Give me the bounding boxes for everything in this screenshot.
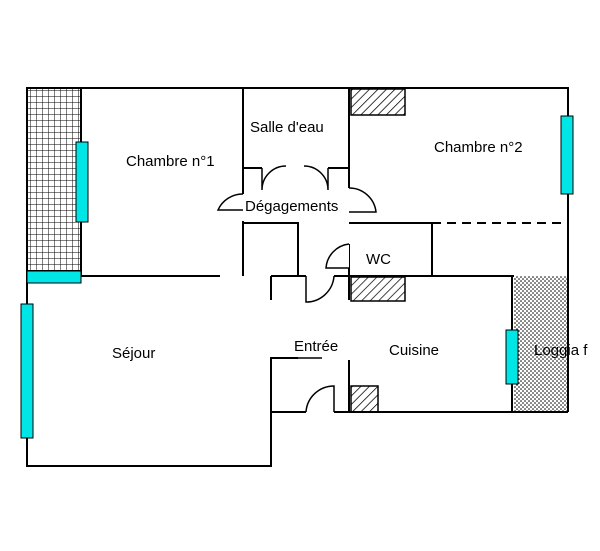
label-degagements: Dégagements (245, 198, 338, 215)
duct-middle (350, 276, 406, 302)
window-chambre2 (560, 115, 574, 195)
label-cuisine: Cuisine (389, 342, 439, 359)
window-chambre1 (75, 141, 89, 223)
label-wc: WC (366, 251, 391, 268)
duct-bottom (350, 385, 379, 413)
label-loggia: Loggia f (534, 342, 588, 359)
loggia-fill (514, 276, 568, 412)
duct-top (350, 88, 406, 116)
window-sejour (20, 303, 34, 439)
label-chambre1: Chambre n°1 (126, 153, 215, 170)
interior-walls (27, 88, 568, 412)
windows (20, 115, 574, 439)
window-balcony (26, 270, 82, 284)
door-swings (216, 165, 377, 413)
label-entree: Entrée (294, 338, 338, 355)
label-salle-eau: Salle d'eau (250, 119, 324, 136)
balcony-grid (26, 87, 82, 275)
label-chambre2: Chambre n°2 (434, 139, 523, 156)
label-sejour: Séjour (112, 345, 155, 362)
window-cuisine (505, 329, 519, 385)
